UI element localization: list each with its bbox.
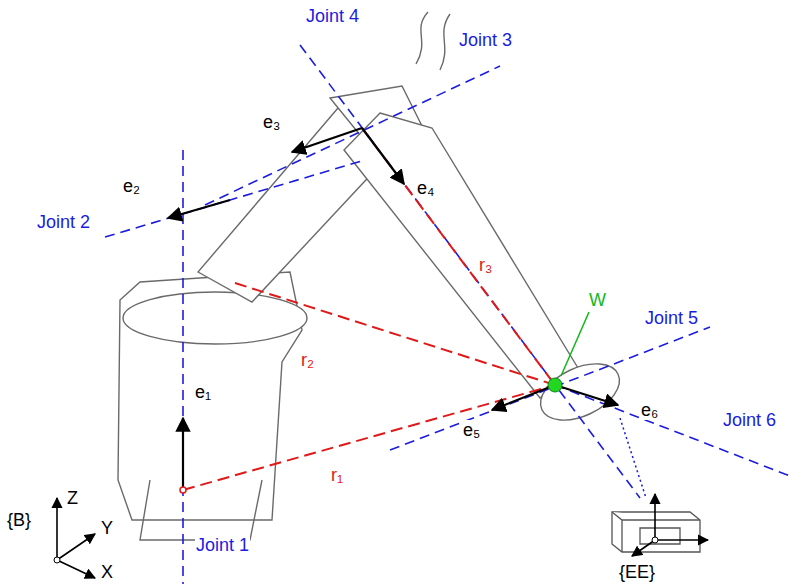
joint-label: Joint 2 [36, 212, 91, 232]
leader-line [561, 312, 589, 376]
frame-origin [54, 557, 60, 563]
position-vectors [183, 128, 555, 490]
point-label: W [588, 290, 607, 310]
wrist-point [548, 378, 562, 392]
unit-vectors [168, 128, 618, 490]
joint-label: Joint 4 [305, 6, 360, 26]
vector-label: e₁ [194, 382, 212, 402]
axis-label: Z [66, 488, 79, 508]
joint-label: Joint 5 [644, 308, 699, 328]
joint-label: Joint 3 [458, 30, 513, 50]
frame-label: {EE} [618, 562, 656, 582]
vector-label: e₆ [640, 400, 659, 420]
vector-label: r₃ [478, 255, 493, 275]
axis-label: X [100, 562, 114, 582]
joint-axes [105, 45, 790, 584]
joint-label: Joint 1 [195, 535, 250, 555]
vector-label: r₁ [330, 465, 344, 485]
frame-label: {B} [6, 510, 32, 530]
vector-label: e₂ [122, 176, 141, 196]
gripper-tool [612, 512, 700, 552]
ee-frame [632, 494, 708, 556]
base-frame [57, 498, 95, 578]
base-origin [180, 487, 186, 493]
axis-label: Y [100, 518, 114, 538]
vector-label: e₅ [462, 420, 481, 440]
joint-label: Joint 6 [722, 410, 777, 430]
vector-label: e₄ [416, 178, 435, 198]
leader-line [620, 418, 646, 498]
vector-label: e₃ [262, 112, 281, 132]
vector-label: r₂ [300, 350, 315, 370]
robot-body [118, 12, 628, 540]
frame-origin [652, 537, 658, 543]
